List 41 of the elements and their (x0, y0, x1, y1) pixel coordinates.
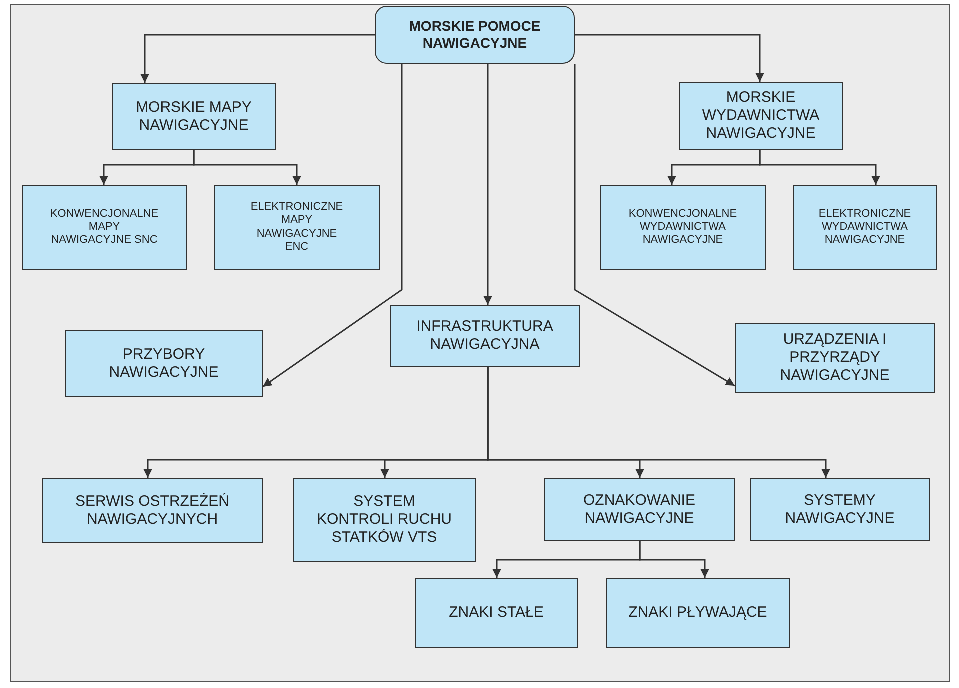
arrow (262, 64, 403, 388)
category-box (22, 185, 187, 270)
node-label: ELEKTRONICZNE MAPY NAWIGACYJNE ENC (250, 201, 344, 254)
node-label: ZNAKI PŁYWAJĄCE (628, 604, 768, 622)
node-label: ELEKTRONICZNE WYDAWNICTWA NAWIGACYJNE (818, 208, 912, 248)
arrow (759, 150, 880, 185)
category-box (735, 323, 935, 393)
category-box (214, 185, 380, 270)
category-box (293, 478, 476, 562)
arrow (487, 367, 830, 478)
arrow (575, 34, 764, 82)
category-box (679, 82, 843, 150)
node-label: SYSTEMY NAWIGACYJNE (784, 492, 896, 528)
arrow (140, 34, 375, 83)
arrow (484, 64, 492, 305)
root-box (375, 6, 575, 64)
node-label: MORSKIE MAPY NAWIGACYJNE (135, 98, 253, 134)
node-label: ZNAKI STAŁE (449, 604, 544, 622)
node-label: URZĄDZENIA I PRZYRZĄDY NAWIGACYJNE (779, 331, 891, 385)
category-box (390, 305, 580, 367)
category-box (544, 478, 735, 541)
category-box (750, 478, 930, 541)
category-box (415, 578, 578, 648)
category-box (606, 578, 790, 648)
node-label: KONWENCJONALNE WYDAWNICTWA NAWIGACYJNE (628, 208, 738, 248)
node-label: MORSKIE POMOCE NAWIGACYJNE (408, 18, 542, 52)
node-label: OZNAKOWANIE NAWIGACYJNE (582, 492, 696, 528)
node-label: MORSKIE WYDAWNICTWA NAWIGACYJNE (701, 89, 821, 143)
node-label: KONWENCJONALNE MAPY NAWIGACYJNE SNC (50, 208, 159, 248)
category-box (793, 185, 937, 270)
category-box (600, 185, 766, 270)
arrow (639, 541, 710, 578)
category-box (42, 478, 263, 543)
category-box (112, 83, 276, 150)
arrow (193, 150, 302, 185)
arrow (574, 64, 736, 387)
node-label: SERWIS OSTRZEŻEŃ NAWIGACYJNYCH (74, 492, 230, 528)
category-box (65, 330, 263, 397)
node-label: PRZYBORY NAWIGACYJNE (108, 346, 220, 382)
node-label: INFRASTRUKTURA NAWIGACYJNA (416, 318, 554, 354)
node-label: SYSTEM KONTROLI RUCHU STATKÓW VTS (316, 493, 453, 547)
